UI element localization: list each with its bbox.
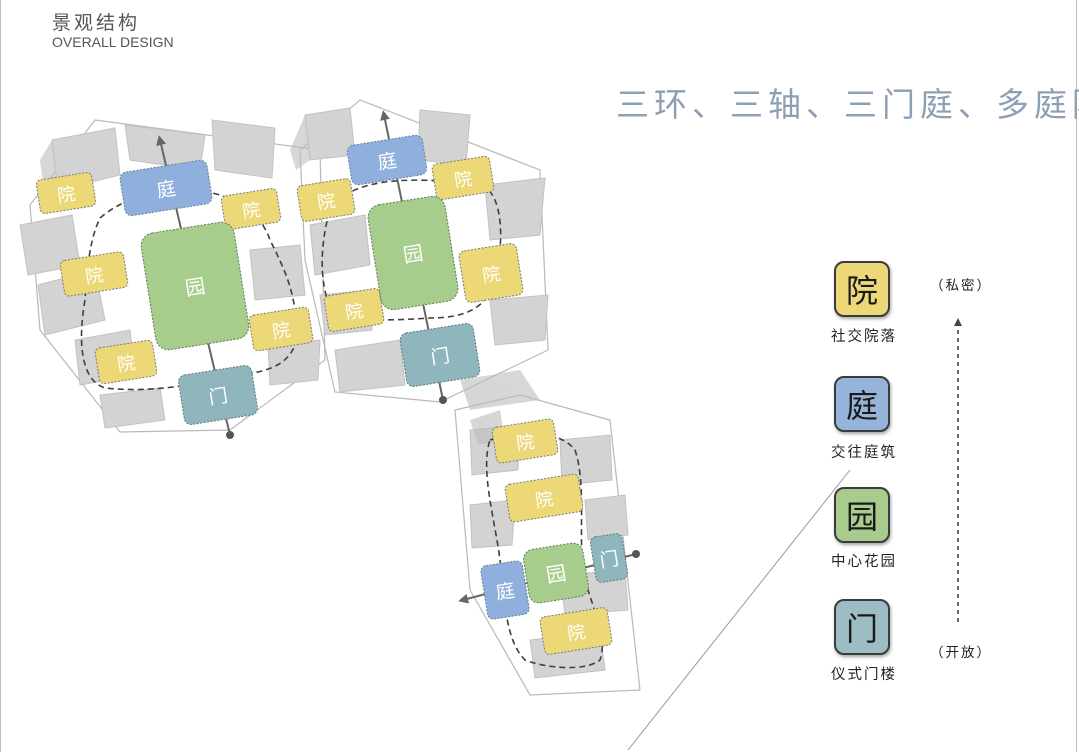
legend-garden-icon: 园 xyxy=(834,487,890,543)
courtyard-zone: 院 xyxy=(539,607,613,655)
gate-zone: 门 xyxy=(589,533,629,583)
garden-label: 园 xyxy=(544,561,568,588)
courtyard-label: 院 xyxy=(534,489,555,513)
courtyard-zone: 院 xyxy=(94,339,158,385)
legend-court-icon: 庭 xyxy=(834,376,890,432)
garden-label: 园 xyxy=(401,241,425,268)
page-border-right xyxy=(1076,0,1077,752)
legend-garden-label: 中心花园 xyxy=(831,554,897,570)
courtyard-zones: 院 院 院 院 院 院 院 院 xyxy=(35,155,613,655)
garden-zones: 园 园 园 xyxy=(140,195,589,604)
garden-zone: 园 xyxy=(367,195,459,311)
garden-zone: 园 xyxy=(140,221,250,351)
courtyard-zone: 院 xyxy=(323,288,385,332)
courtyard-label: 院 xyxy=(241,200,262,224)
legend-gate-icon: 门 xyxy=(834,599,890,655)
courtyard-label: 院 xyxy=(84,265,105,289)
courtyard-zone: 院 xyxy=(248,306,314,352)
courtyard-zone: 院 xyxy=(220,188,282,230)
court-zone: 庭 xyxy=(119,159,213,217)
courtyard-label: 院 xyxy=(481,264,502,288)
page-border-left xyxy=(0,0,1,752)
axis-start-dots xyxy=(226,396,640,558)
leader-line xyxy=(627,469,851,751)
courtyard-label: 院 xyxy=(515,432,536,456)
courtyard-zone: 院 xyxy=(296,178,356,222)
court-zones: 庭 庭 庭 xyxy=(119,134,530,620)
court-zone: 庭 xyxy=(480,560,530,620)
courtyard-zone: 院 xyxy=(504,473,584,523)
gate-zone: 门 xyxy=(178,365,258,425)
courtyard-zone: 院 xyxy=(491,418,559,464)
courtyard-zone: 院 xyxy=(35,172,97,214)
courtyard-label: 院 xyxy=(56,184,77,208)
gate-zone: 门 xyxy=(399,323,481,387)
courtyard-label: 院 xyxy=(316,191,337,215)
courtyard-zone: 院 xyxy=(59,251,129,297)
garden-zone: 园 xyxy=(523,542,589,604)
court-label: 庭 xyxy=(494,580,516,605)
section-subtitle: OVERALL DESIGN xyxy=(52,34,174,50)
gate-label: 门 xyxy=(429,345,451,370)
legend-courtyard-label: 社交院落 xyxy=(831,329,897,345)
privacy-scale-bottom: （开放） xyxy=(930,645,992,661)
gate-zones: 门 门 门 xyxy=(178,323,629,583)
courtyard-label: 院 xyxy=(566,622,587,646)
gate-label: 门 xyxy=(598,548,620,573)
building-massing xyxy=(19,107,629,679)
courtyard-label: 院 xyxy=(344,301,365,325)
courtyard-label: 院 xyxy=(116,353,137,377)
legend-gate-label: 仪式门楼 xyxy=(831,667,897,683)
gate-label: 门 xyxy=(207,385,229,410)
court-label: 庭 xyxy=(376,150,398,175)
court-zone: 庭 xyxy=(346,134,428,186)
courtyard-label: 院 xyxy=(453,169,474,193)
court-label: 庭 xyxy=(155,178,177,203)
courtyard-zone: 院 xyxy=(431,155,495,201)
courtyard-label: 院 xyxy=(271,320,292,344)
legend-court-label: 交往庭筑 xyxy=(831,445,897,461)
privacy-scale-top: （私密） xyxy=(930,278,992,294)
courtyard-zone: 院 xyxy=(458,243,524,303)
design-headline: 三环、三轴、三门庭、多庭院 xyxy=(616,85,1079,124)
garden-label: 园 xyxy=(183,274,207,301)
legend-courtyard-icon: 院 xyxy=(834,261,890,317)
section-title: 景观结构 xyxy=(52,12,141,34)
